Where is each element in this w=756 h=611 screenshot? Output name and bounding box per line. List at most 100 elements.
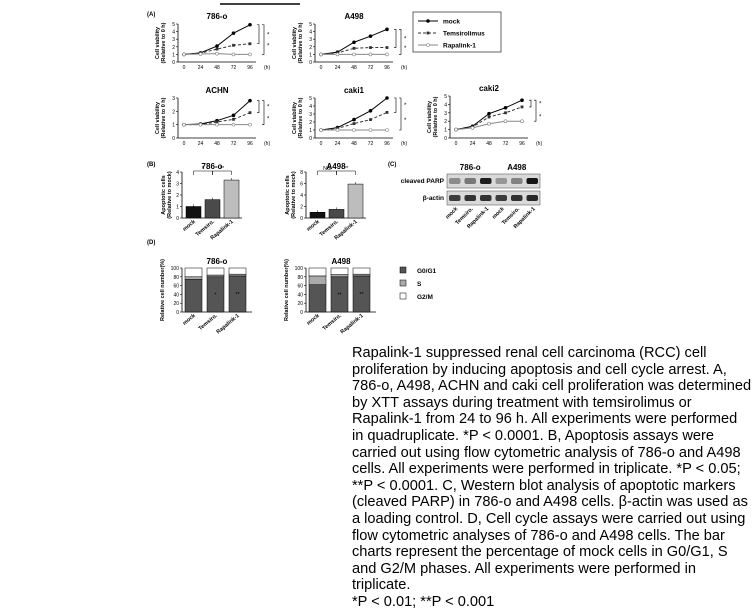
x-tick-label: 0 bbox=[455, 141, 458, 147]
data-point bbox=[503, 119, 508, 123]
y-tick-label: 0 bbox=[309, 136, 312, 142]
y-axis-label: (Relative to mock) bbox=[291, 171, 297, 219]
blot-band bbox=[526, 178, 538, 184]
y-tick-label: 2 bbox=[172, 109, 175, 115]
significance-bracket bbox=[534, 99, 537, 122]
y-tick-label: 100 bbox=[171, 266, 180, 272]
data-point bbox=[520, 98, 524, 102]
y-tick-label: 1 bbox=[172, 52, 175, 58]
x-tick-label: 72 bbox=[231, 141, 237, 147]
blot-band bbox=[464, 195, 476, 201]
y-tick-label: 5 bbox=[444, 94, 447, 100]
data-point bbox=[231, 52, 236, 57]
legend-marker bbox=[426, 31, 430, 35]
data-point bbox=[470, 126, 475, 130]
y-tick-label: 80 bbox=[173, 275, 179, 281]
y-tick-label: 40 bbox=[173, 292, 179, 298]
legend-label: mock bbox=[443, 19, 460, 26]
x-tick-label: mock bbox=[182, 218, 198, 232]
y-tick-label: 0 bbox=[176, 216, 179, 222]
x-tick-label: 48 bbox=[351, 65, 357, 71]
significance-star: * bbox=[267, 44, 270, 50]
x-tick-label: 96 bbox=[384, 65, 390, 71]
legend-label: G0/G1 bbox=[417, 268, 437, 275]
significance-star: * bbox=[404, 46, 407, 52]
data-point bbox=[385, 52, 389, 57]
x-unit-label: (h) bbox=[264, 141, 270, 147]
stacked-bar-segment bbox=[184, 276, 203, 280]
legend-label: G2/M bbox=[417, 294, 433, 301]
y-tick-label: 60 bbox=[297, 284, 303, 290]
x-tick-label: Rapalink-1 bbox=[340, 313, 365, 335]
significance-mark: ** bbox=[359, 292, 364, 298]
x-tick-label: 96 bbox=[519, 141, 525, 147]
bar bbox=[223, 179, 240, 219]
data-point bbox=[215, 120, 219, 124]
data-point bbox=[231, 122, 236, 127]
chart-title: A498 bbox=[331, 257, 351, 266]
data-point bbox=[368, 128, 373, 132]
y-tick-label: 0 bbox=[444, 136, 447, 142]
y-tick-label: 5 bbox=[309, 22, 312, 28]
significance-bracket bbox=[262, 24, 265, 55]
data-point bbox=[352, 117, 356, 122]
panel-label: (C) bbox=[388, 162, 396, 168]
stacked-bar-segment bbox=[206, 267, 225, 276]
data-point bbox=[182, 122, 186, 127]
y-tick-label: 1 bbox=[444, 128, 447, 134]
significance-bracket bbox=[394, 97, 397, 113]
y-axis-label: (Relative to 0 h) bbox=[298, 22, 304, 63]
x-tick-label: 96 bbox=[247, 65, 253, 71]
y-tick-label: 0 bbox=[300, 310, 303, 316]
y-tick-label: 4 bbox=[309, 104, 312, 110]
y-tick-label: 0 bbox=[172, 136, 175, 142]
x-unit-label: (h) bbox=[401, 65, 407, 71]
legend-swatch bbox=[399, 292, 407, 300]
y-tick-label: 5 bbox=[309, 96, 312, 102]
data-point bbox=[198, 122, 203, 127]
stacked-bar-segment bbox=[184, 267, 203, 278]
data-point bbox=[385, 111, 389, 114]
stacked-bar-segment bbox=[206, 274, 225, 278]
significance-star: * bbox=[267, 32, 270, 38]
data-point bbox=[454, 127, 458, 132]
legend-label: Temsirolimus bbox=[443, 31, 485, 38]
x-tick-label: 24 bbox=[198, 65, 204, 71]
x-tick-label: 24 bbox=[470, 141, 476, 147]
data-point bbox=[385, 27, 389, 32]
chart-title: A498 bbox=[326, 162, 346, 171]
y-tick-label: 2 bbox=[309, 120, 312, 126]
blot-band bbox=[511, 178, 523, 184]
y-axis-label: (Relative to 0 h) bbox=[161, 22, 167, 63]
data-point bbox=[182, 52, 186, 57]
y-tick-label: 3 bbox=[309, 37, 312, 43]
x-tick-label: 48 bbox=[486, 141, 492, 147]
stacked-bar-segment bbox=[330, 267, 349, 275]
stacked-bar-segment bbox=[308, 284, 327, 313]
y-tick-label: 3 bbox=[444, 111, 447, 117]
y-axis-label: Apoptotic cells bbox=[161, 175, 167, 214]
y-tick-label: 2 bbox=[300, 205, 303, 211]
y-axis-label: Cell viability bbox=[155, 26, 161, 59]
data-point bbox=[352, 40, 356, 45]
x-tick-label: 96 bbox=[247, 141, 253, 147]
y-tick-label: 4 bbox=[176, 170, 179, 176]
significance-star: * bbox=[404, 36, 407, 42]
significance-mark: ** bbox=[235, 292, 240, 298]
significance-mark: NS bbox=[323, 166, 331, 172]
data-point bbox=[520, 105, 524, 109]
significance-bracket bbox=[257, 24, 260, 45]
y-tick-label: 60 bbox=[173, 284, 179, 290]
data-point bbox=[487, 115, 491, 119]
significance-mark: ** bbox=[337, 292, 342, 298]
legend-swatch bbox=[399, 279, 407, 287]
stacked-bar-segment bbox=[184, 279, 203, 313]
x-tick-label: 48 bbox=[214, 65, 220, 71]
blot-band bbox=[449, 178, 461, 184]
data-point bbox=[248, 98, 252, 103]
data-point bbox=[369, 118, 372, 121]
significance-star: * bbox=[539, 102, 542, 108]
